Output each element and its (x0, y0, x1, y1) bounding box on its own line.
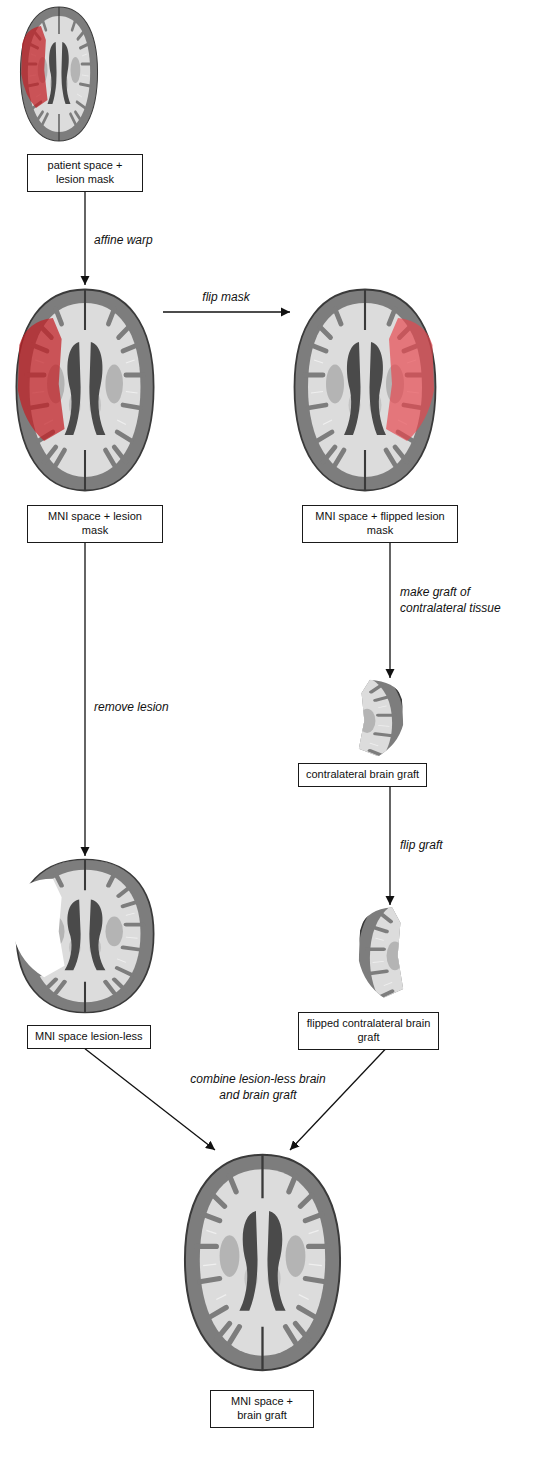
arrow-connector (389, 543, 390, 679)
arrow-connector (84, 192, 85, 286)
diagram-node: MNI space + lesion mask (12, 285, 163, 543)
label-box: patient space + lesion mask (27, 154, 143, 192)
grafted-brain (185, 1155, 340, 1370)
label-box: MNI space + flipped lesion mask (302, 505, 458, 543)
mni-brain (16, 290, 153, 491)
edge-label: flip mask (200, 290, 251, 306)
edge-label: combine lesion-less brain and brain graf… (186, 1072, 330, 1103)
edge-label: affine warp (92, 233, 155, 249)
label-box: MNI space lesion-less (27, 1025, 151, 1049)
node-text: MNI space + flipped lesion mask (310, 510, 450, 538)
lesionless-brain (13, 859, 153, 1012)
edge-label: flip graft (398, 838, 445, 854)
arrow-connector (84, 543, 85, 857)
edge-label: remove lesion (92, 700, 171, 716)
node-text: MNI space + lesion mask (35, 510, 155, 538)
label-box: MNI space + lesion mask (27, 505, 163, 543)
diagram-node: MNI space lesion-less (12, 856, 158, 1049)
label-box: flipped contralateral brain graft (298, 1012, 439, 1050)
node-text: MNI space + brain graft (218, 1395, 306, 1423)
flipped-mask-brain (295, 290, 436, 491)
node-text: flipped contralateral brain graft (306, 1017, 431, 1045)
arrow-connector (389, 787, 390, 905)
diagram-node: MNI space + brain graft (180, 1150, 345, 1428)
node-text: MNI space lesion-less (35, 1030, 143, 1044)
diagram-node: patient space + lesion mask (18, 4, 143, 192)
arrow-connector (163, 311, 290, 312)
diagram-node: contralateral brain graft (298, 678, 427, 787)
label-box: MNI space + brain graft (210, 1390, 314, 1428)
label-box: contralateral brain graft (298, 763, 427, 787)
patient-brain (20, 7, 97, 141)
edge-label: make graft of contralateral tissue (398, 585, 532, 616)
diagram-node: MNI space + flipped lesion mask (290, 285, 458, 543)
node-text: contralateral brain graft (306, 768, 419, 782)
node-text: patient space + lesion mask (35, 159, 135, 187)
diagram-node: flipped contralateral brain graft (298, 905, 439, 1050)
